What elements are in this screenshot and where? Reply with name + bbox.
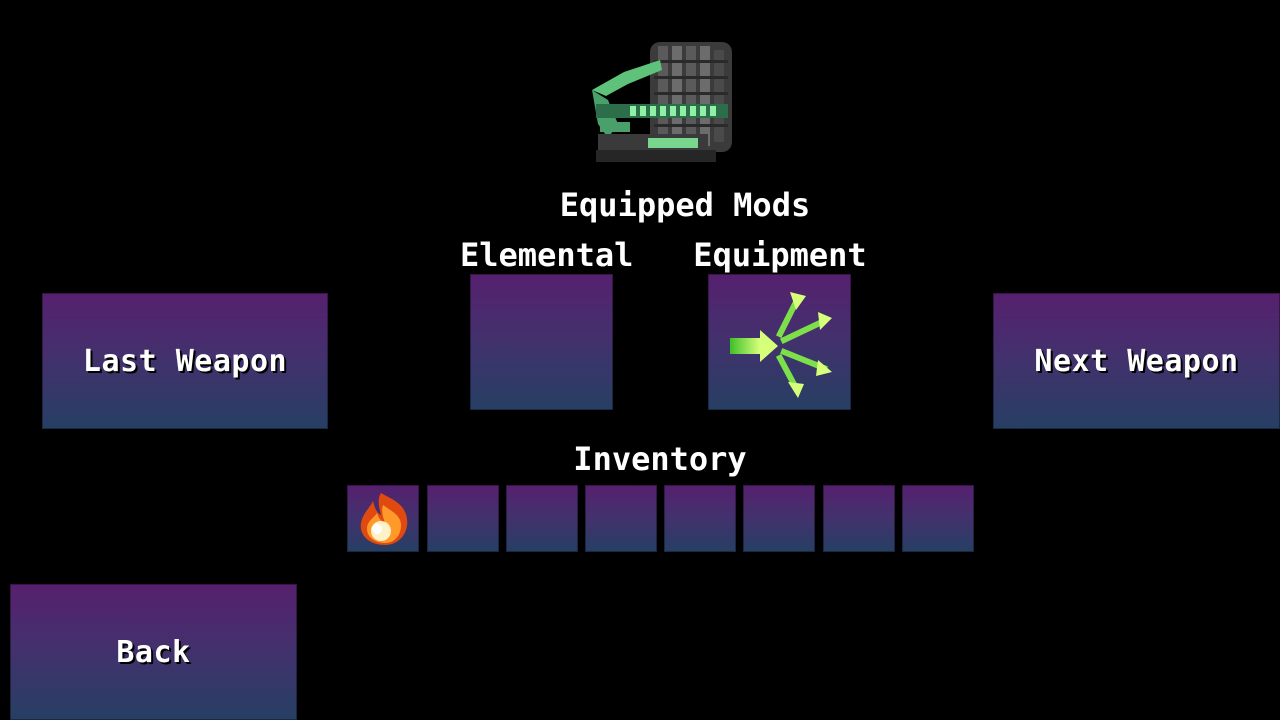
weapon-sprite-icon	[588, 38, 738, 168]
inventory-slot-1[interactable]	[347, 485, 419, 552]
inventory-slot-4[interactable]	[585, 485, 657, 552]
inventory-slot-5[interactable]	[664, 485, 736, 552]
equipment-mod-slot[interactable]	[708, 274, 851, 410]
last-weapon-button[interactable]: Last Weapon	[42, 293, 328, 429]
inventory-slot-7[interactable]	[823, 485, 895, 552]
inventory-title: Inventory	[573, 440, 747, 478]
back-label: Back	[116, 634, 191, 670]
equipment-slot-title: Equipment	[693, 236, 867, 274]
elemental-mod-slot[interactable]	[470, 274, 613, 410]
next-weapon-label: Next Weapon	[1034, 343, 1239, 379]
elemental-slot-title: Elemental	[460, 236, 634, 274]
back-button[interactable]: Back	[10, 584, 297, 720]
next-weapon-button[interactable]: Next Weapon	[993, 293, 1280, 429]
inventory-slot-2[interactable]	[427, 485, 499, 552]
inventory-slot-6[interactable]	[743, 485, 815, 552]
inventory-slot-3[interactable]	[506, 485, 578, 552]
inventory-slot-8[interactable]	[902, 485, 974, 552]
equipped-mods-title: Equipped Mods	[559, 186, 811, 224]
spread-shot-arrows-icon	[730, 292, 832, 398]
fire-mod-icon	[360, 493, 408, 545]
last-weapon-label: Last Weapon	[82, 343, 288, 379]
